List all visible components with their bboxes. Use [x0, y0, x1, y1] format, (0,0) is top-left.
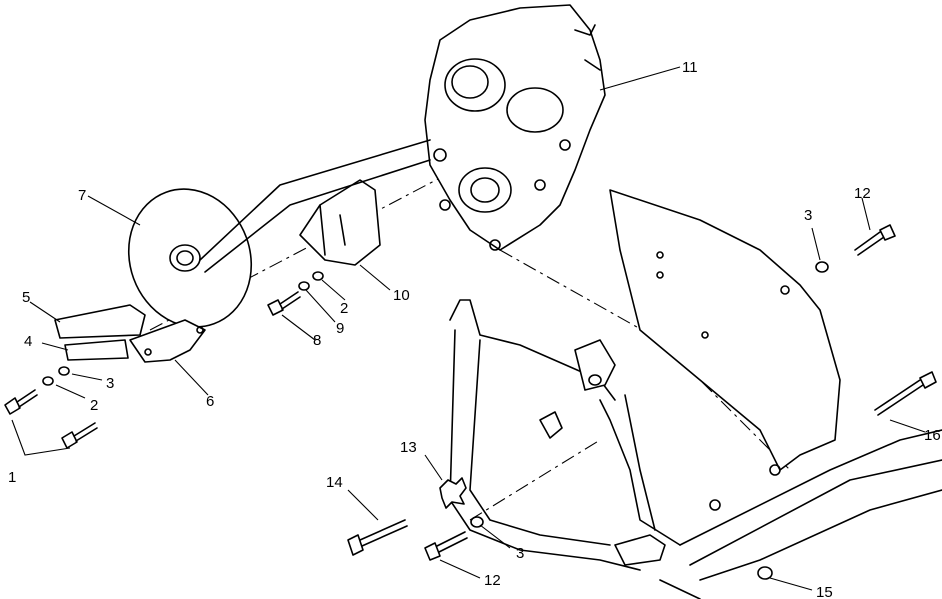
bolt-8	[267, 291, 301, 316]
nut-15	[757, 566, 773, 580]
bolt-12a	[854, 224, 896, 256]
mount-bracket	[299, 179, 381, 266]
callout-1: 1	[8, 469, 16, 486]
bracket-line-1	[11, 419, 71, 456]
bolt-axis-line	[469, 439, 601, 521]
callout-16: 16	[924, 427, 941, 444]
shaft-edge	[204, 159, 431, 273]
frame-side-panel	[609, 189, 841, 511]
callout-3a: 3	[106, 375, 114, 392]
callout-11: 11	[682, 59, 698, 76]
callout-15: 15	[816, 584, 833, 599]
callout-9: 9	[336, 320, 344, 337]
callout-6: 6	[206, 393, 214, 410]
washer-3c	[470, 516, 484, 528]
callout-3c: 3	[516, 545, 524, 562]
lower-frame	[449, 299, 942, 599]
callout-4: 4	[24, 333, 32, 350]
flat-plate	[539, 411, 563, 439]
washer-9	[298, 281, 310, 291]
callout-7: 7	[78, 187, 86, 204]
callout-8: 8	[313, 332, 321, 349]
gearcase-housing	[424, 4, 606, 251]
bolt-1a	[4, 389, 38, 415]
bolt-1b	[61, 422, 98, 449]
callout-5: 5	[22, 289, 30, 306]
leader-lines	[29, 66, 926, 591]
shaft	[199, 139, 431, 261]
callout-3b: 3	[804, 207, 812, 224]
callout-13: 13	[400, 439, 417, 456]
callout-12a: 12	[854, 185, 871, 202]
callout-2b: 2	[340, 300, 348, 317]
star-washer	[439, 477, 467, 509]
washer-3b	[815, 261, 829, 273]
washer-2a	[42, 376, 54, 386]
callout-12b: 12	[484, 572, 501, 589]
guard-bracket	[54, 304, 206, 363]
washer-2b	[312, 271, 324, 281]
callout-14: 14	[326, 474, 343, 491]
callout-10: 10	[393, 287, 410, 304]
bolt-12b	[424, 531, 468, 561]
bolt-16	[874, 371, 937, 416]
bolt-14	[347, 519, 408, 556]
washer-3a	[58, 366, 70, 376]
frame-mount-boss	[574, 339, 616, 391]
callout-2a: 2	[90, 397, 98, 414]
disc	[127, 188, 253, 328]
